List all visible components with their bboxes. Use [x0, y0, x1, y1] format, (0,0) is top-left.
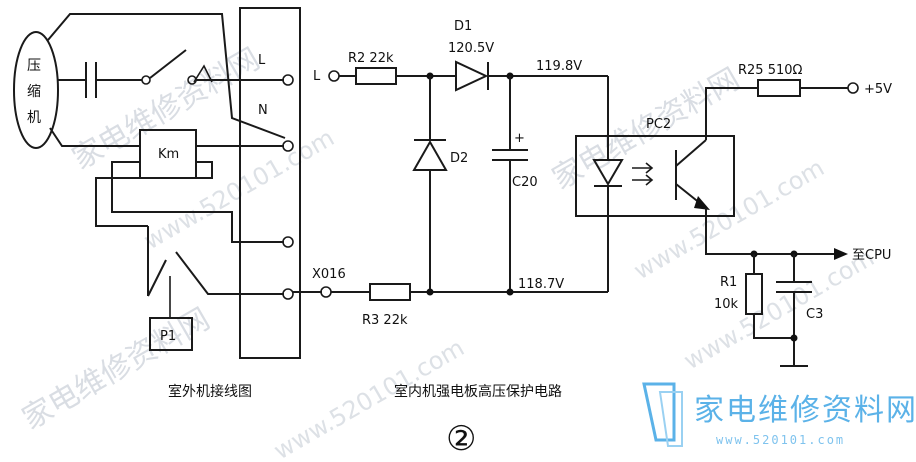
wire-compressor-n — [47, 13, 286, 139]
r3-label: R3 22k — [362, 313, 408, 328]
compressor-label-2: 缩 — [27, 84, 41, 100]
watermark-url-4: www.520101.com — [679, 244, 879, 376]
d2-diode-body — [412, 139, 448, 171]
watermark-url-2: www.520101.com — [629, 154, 829, 286]
c20-label: C20 — [512, 175, 538, 190]
r1-value: 10k — [714, 297, 739, 312]
logo-url: www.520101.com — [716, 433, 845, 447]
d1-diode-body — [455, 60, 489, 92]
pc2-light-arrow-2 — [632, 174, 654, 186]
caption-indoor: 室内机强电板高压保护电路 — [394, 383, 562, 400]
pc2-emitter-arrow — [694, 196, 710, 210]
to-cpu-label: 至CPU — [852, 248, 891, 263]
compressor-label-3: 机 — [27, 110, 41, 126]
terminal-l-label: L — [258, 53, 266, 68]
outdoor-wiring: 压 缩 机 Km P1 L N — [13, 7, 301, 359]
x016-label: X016 — [312, 267, 346, 282]
terminal-l — [282, 74, 294, 86]
c20-polarity: + — [514, 131, 525, 146]
site-logo: 家电维修资料网 www.520101.com — [642, 382, 916, 447]
wire-compressor-km — [49, 127, 140, 147]
pc2-light-arrow-1 — [632, 162, 654, 174]
plus5v-terminal — [847, 82, 859, 94]
l-input-terminal — [328, 70, 340, 82]
p1-switch-blade — [147, 259, 167, 297]
figure-number: ② — [446, 419, 476, 459]
p1-label: P1 — [160, 329, 176, 344]
terminal-n — [282, 140, 294, 152]
d1-label: D1 — [454, 19, 472, 34]
wire-km-p1 — [95, 161, 213, 227]
wire-p1-terminal — [175, 251, 284, 295]
switch-node-1 — [141, 75, 151, 85]
pc2-box — [575, 135, 735, 217]
pc2-transistor-collector — [675, 139, 707, 167]
r2-resistor — [355, 67, 397, 85]
compressor-symbol — [13, 31, 59, 149]
l-input-label: L — [313, 69, 321, 84]
r1-name: R1 — [720, 275, 737, 290]
c3-label: C3 — [806, 307, 823, 322]
output-section: R25 510Ω +5V 至CPU R1 10k C3 — [705, 63, 892, 367]
caption-outdoor: 室外机接线图 — [168, 383, 252, 400]
logo-book-shadow — [658, 391, 683, 447]
cpu-arrow — [834, 248, 848, 260]
terminal-4 — [282, 288, 294, 300]
terminal-block — [239, 7, 301, 359]
relay-contact-blade — [149, 49, 187, 79]
r25-label: R25 510Ω — [738, 63, 803, 78]
terminal-3 — [282, 236, 294, 248]
x016-terminal — [320, 286, 332, 298]
d1-voltage: 120.5V — [448, 41, 494, 56]
voltage-top: 119.8V — [536, 59, 582, 74]
triangle-marker — [193, 64, 213, 83]
wire-collector-r25 — [705, 87, 758, 140]
voltage-bottom: 118.7V — [518, 277, 564, 292]
pc2-optocoupler: PC2 — [575, 117, 735, 217]
junction-bottom-c20 — [506, 288, 514, 296]
junction-ground — [790, 334, 798, 342]
r25-resistor — [757, 79, 801, 97]
r2-label: R2 22k — [348, 51, 394, 66]
compressor-label-1: 压 — [27, 58, 41, 74]
r3-resistor — [369, 283, 411, 301]
logo-text: 家电维修资料网 — [694, 393, 916, 428]
wire-r1-ground — [753, 314, 794, 339]
watermark-cn-3: 家电维修资料网 — [17, 302, 216, 437]
plus5v-label: +5V — [864, 82, 892, 97]
p1-box — [149, 317, 193, 351]
indoor-protection-circuit: L R2 22k D1 120.5V 119.8V D2 + C20 X016 — [293, 19, 609, 328]
terminal-n-label: N — [258, 103, 268, 118]
logo-book-icon — [642, 382, 676, 442]
pc2-label: PC2 — [646, 117, 671, 132]
junction-bottom-d2 — [426, 288, 434, 296]
km-label: Km — [158, 147, 179, 162]
d2-label: D2 — [450, 151, 468, 166]
